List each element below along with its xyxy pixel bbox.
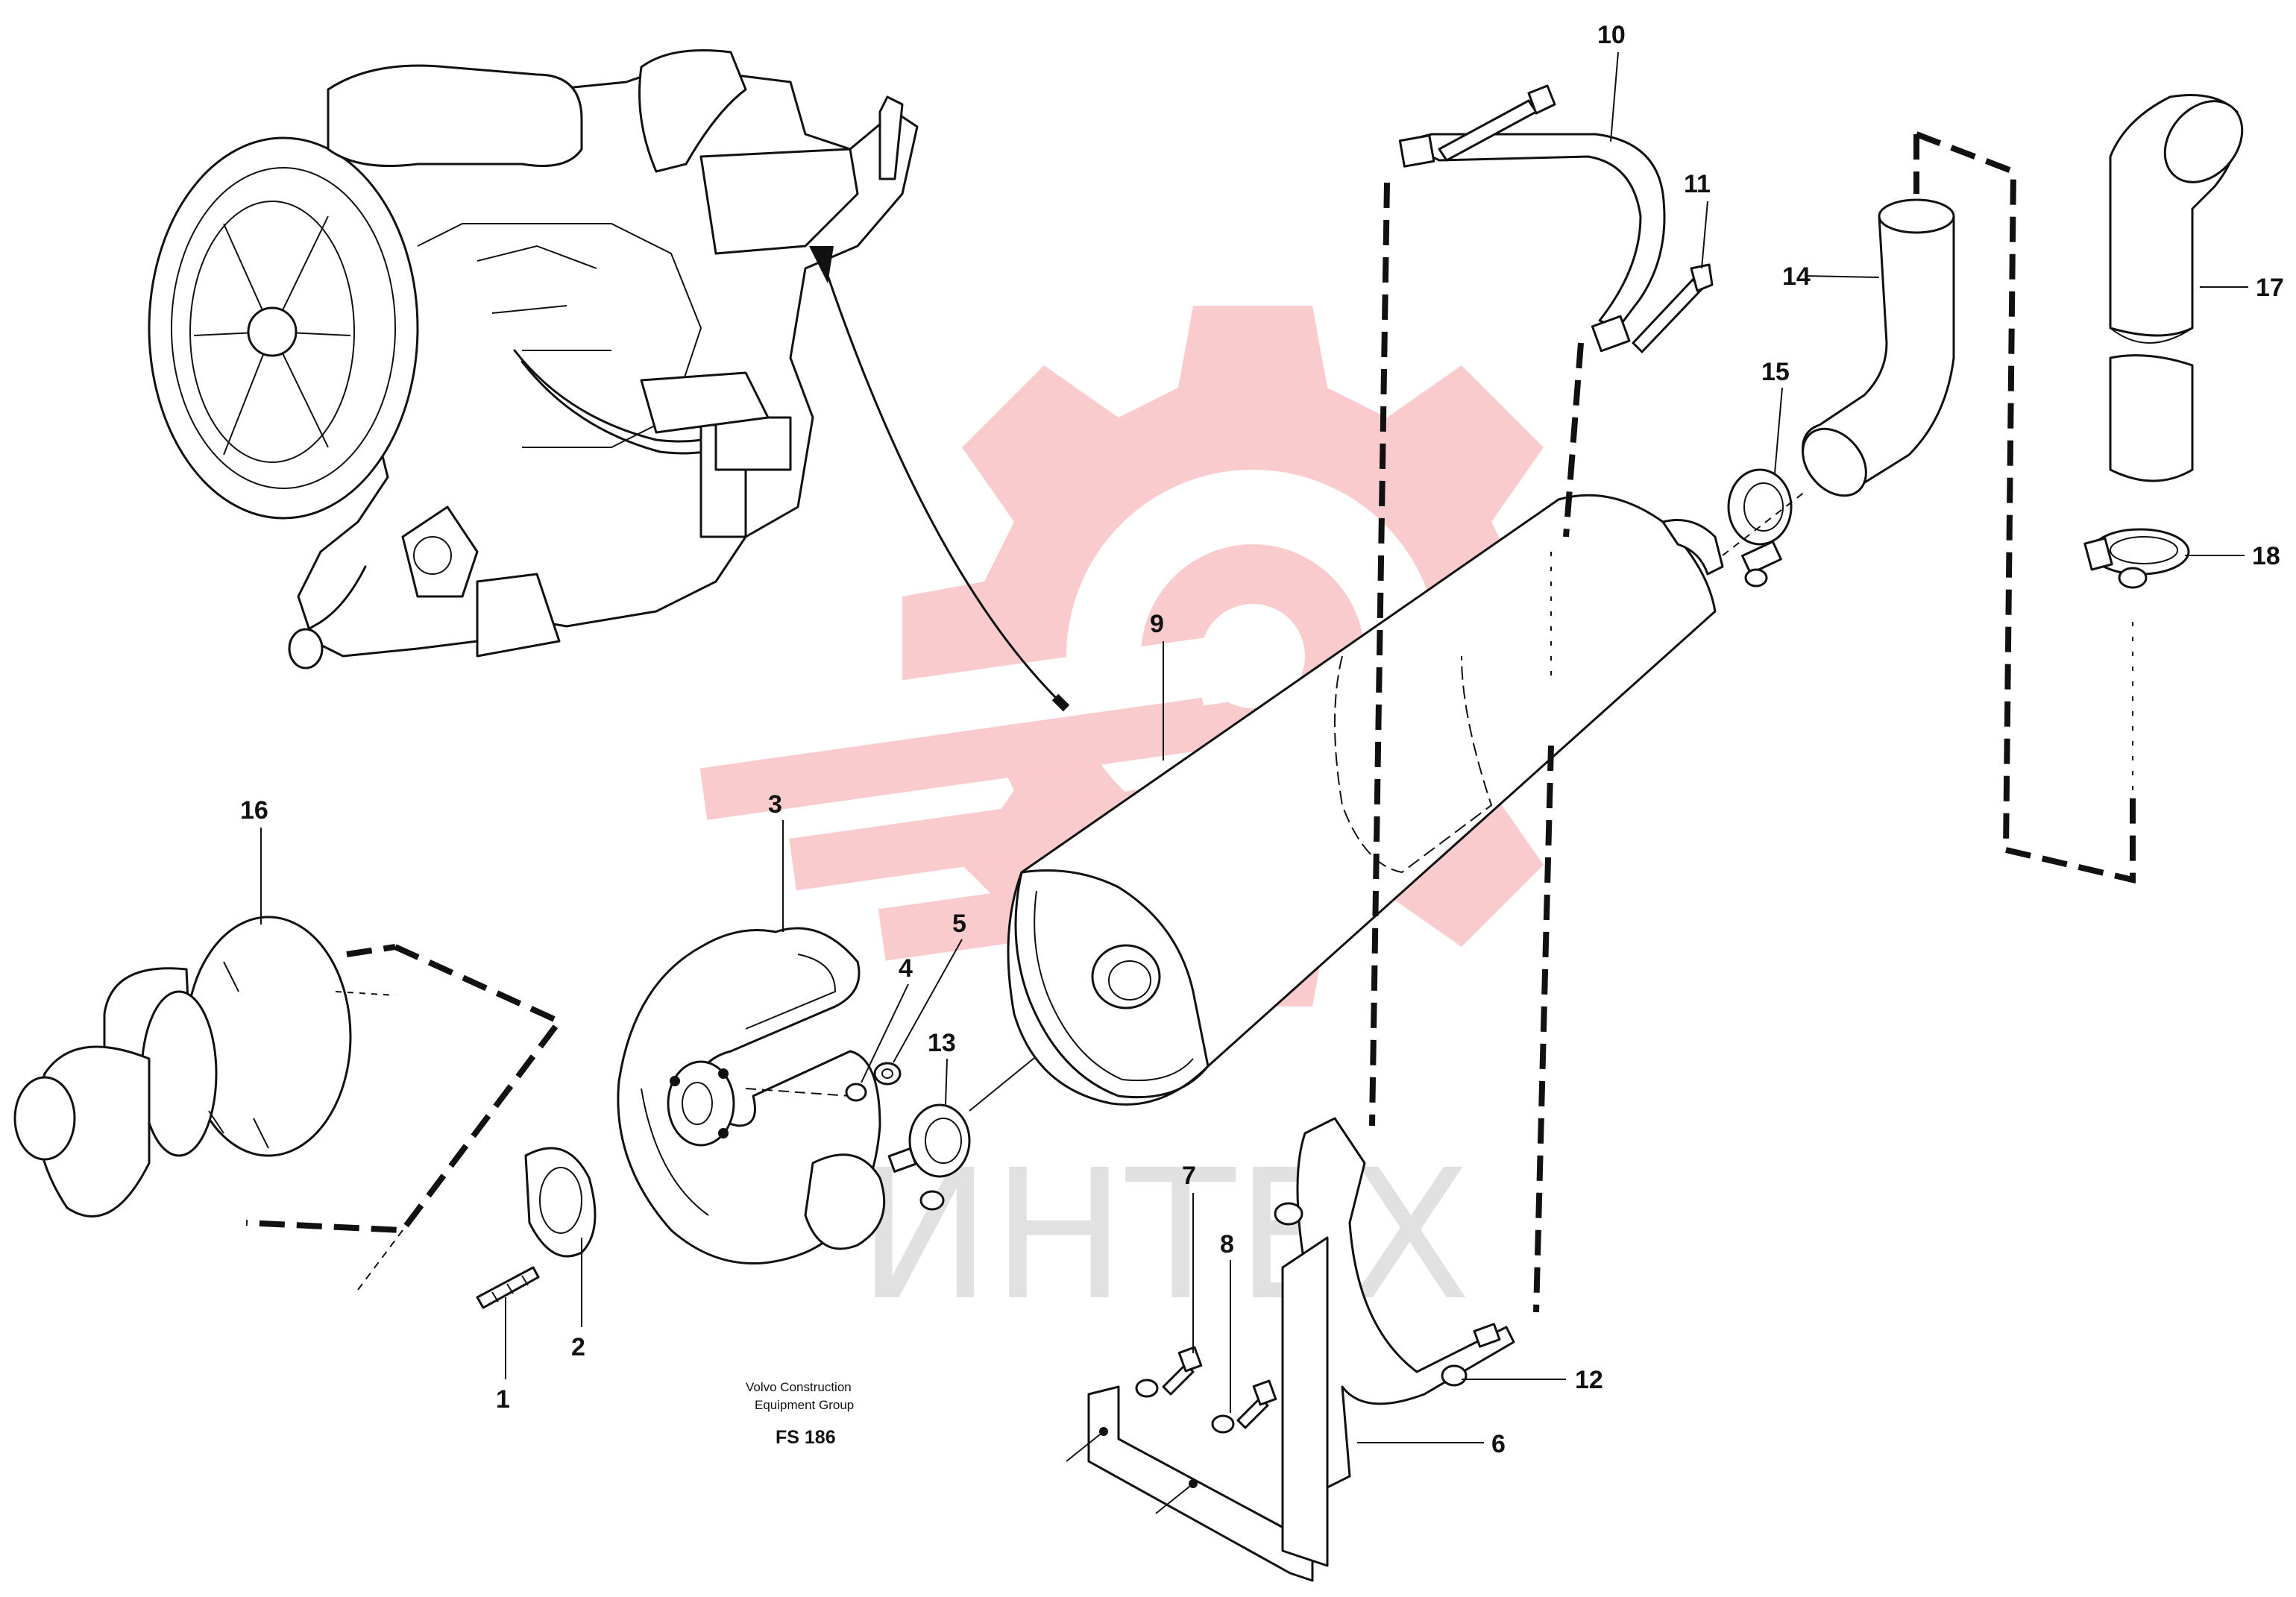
nut-part [873, 1062, 902, 1086]
support-bracket-part [1087, 1117, 1515, 1582]
elbow-pipe-part [1802, 198, 1955, 497]
clamp-18-part [2083, 528, 2190, 589]
callout-10: 10 [1597, 21, 1626, 49]
caption-line-1: Volvo Construction [746, 1380, 852, 1394]
callout-8: 8 [1220, 1230, 1234, 1259]
publisher-caption: Volvo Construction Equipment Group FS 18… [746, 1380, 854, 1448]
callout-1: 1 [496, 1385, 510, 1414]
clamp-13-part [887, 1103, 971, 1211]
bolt-7-part [1162, 1346, 1203, 1396]
stud-part [476, 1266, 540, 1309]
callout-18: 18 [2252, 542, 2280, 570]
callout-3: 3 [768, 790, 782, 819]
washer-7-part [1135, 1379, 1159, 1398]
nut-12-part [1441, 1364, 1468, 1387]
callout-14: 14 [1782, 262, 1811, 291]
clamp-15-part [1727, 468, 1793, 588]
muffler-part [1007, 494, 1724, 1106]
flange-gasket-part [524, 1147, 597, 1258]
callout-7: 7 [1182, 1162, 1196, 1190]
nut-7a-part [1274, 1202, 1303, 1226]
callout-13: 13 [928, 1029, 956, 1057]
bolt-10-part [1438, 84, 1556, 162]
callout-17: 17 [2256, 274, 2284, 302]
turbocharger-icon [13, 916, 352, 1218]
bolt-8-part [1236, 1379, 1277, 1429]
bolt-11-part [1632, 263, 1714, 353]
callout-labels: 1 2 3 4 5 6 7 8 9 10 11 12 13 14 15 16 1… [240, 21, 2284, 1458]
callout-4: 4 [899, 954, 913, 983]
callout-6: 6 [1491, 1430, 1506, 1458]
caption-line-2: Equipment Group [755, 1398, 854, 1412]
callout-12: 12 [1575, 1366, 1603, 1394]
exhaust-pipe-part [617, 927, 886, 1264]
callout-16: 16 [240, 796, 268, 825]
washer-8-part [1211, 1414, 1235, 1434]
washer-part [845, 1083, 867, 1102]
callout-11: 11 [1684, 170, 1711, 198]
tail-pipe-part [2109, 94, 2244, 482]
callout-9: 9 [1150, 610, 1164, 638]
strap-bracket-part [1398, 133, 1666, 353]
callout-5: 5 [952, 910, 966, 938]
caption-code: FS 186 [776, 1427, 836, 1448]
callout-15: 15 [1761, 358, 1790, 386]
engine-assembly-icon [148, 49, 919, 670]
callout-2: 2 [571, 1333, 585, 1361]
